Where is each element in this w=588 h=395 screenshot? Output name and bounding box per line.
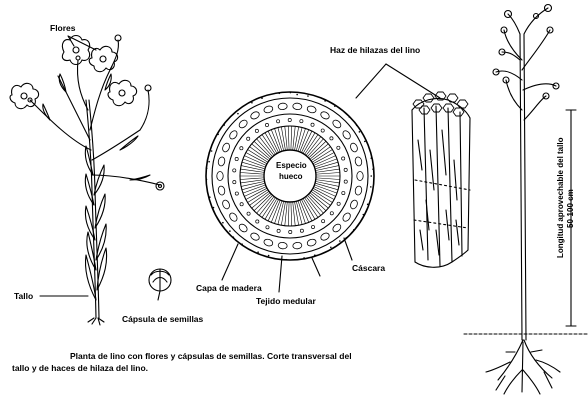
label-hollow-space-1: Especio: [276, 162, 307, 170]
stem-cross-section-drawing: [206, 92, 374, 292]
seed-capsule-drawing: [149, 269, 171, 300]
figure-caption: Planta de lino con flores y cápsulas de …: [12, 350, 412, 374]
label-usable-length: Longitud aprovechable del tallo: [556, 138, 566, 258]
label-fiber-bundle: Haz de hilazas del lino: [330, 46, 420, 55]
caption-line-1: Planta de lino con flores y cápsulas de …: [12, 350, 412, 362]
label-stem: Tallo: [14, 292, 33, 301]
label-wood-layer: Capa de madera: [196, 284, 262, 293]
label-hollow-space-2: hueco: [279, 173, 303, 181]
label-seed-capsule: Cápsula de semillas: [122, 315, 203, 324]
label-flowers: Flores: [50, 24, 76, 33]
length-label: Longitud aprovechable del tallo 50-100 c…: [556, 138, 576, 258]
label-bark: Cáscara: [352, 264, 385, 273]
caption-line-2: tallo y de haces de hilaza del lino.: [12, 362, 412, 374]
label-length-range: 50-100 cm: [566, 138, 576, 258]
flax-plant-drawing: [10, 35, 164, 325]
label-pith-tissue: Tejido medular: [256, 297, 316, 306]
